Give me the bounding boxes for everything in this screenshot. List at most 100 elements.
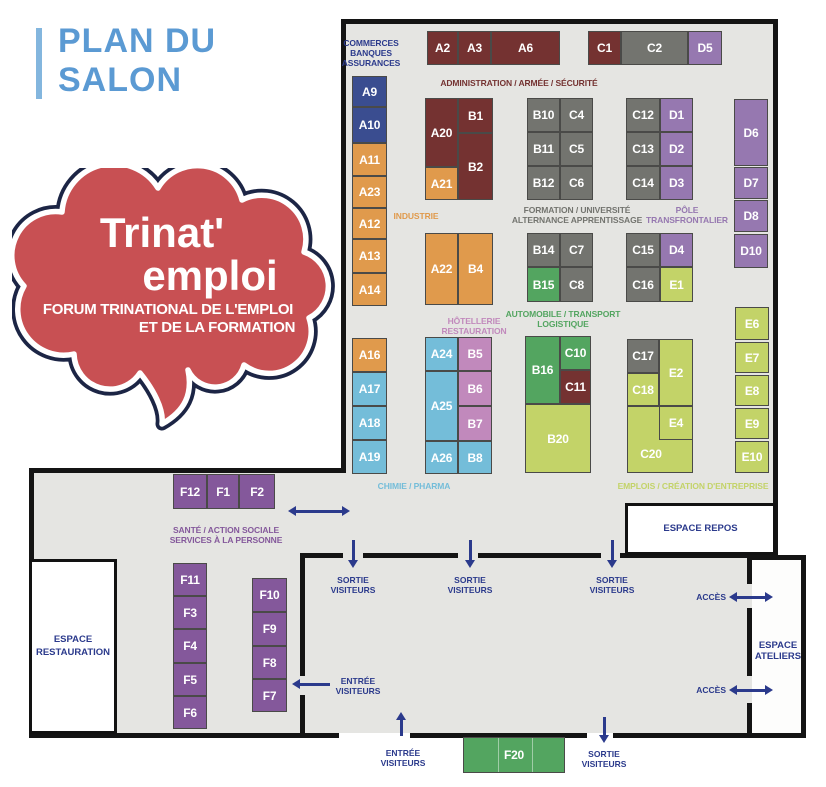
arrowhead-right-icon <box>765 592 773 602</box>
wall-segment-12 <box>478 553 601 558</box>
booth-C13: C13 <box>626 132 660 166</box>
wall-segment-7 <box>613 733 806 738</box>
booth-D2: D2 <box>660 132 693 166</box>
booth-D7: D7 <box>734 167 768 199</box>
booth-C14-label: C14 <box>632 176 654 190</box>
page-title-line2: SALON <box>58 61 182 99</box>
title-accent-bar <box>36 28 42 99</box>
booth-B14-label: B14 <box>532 243 555 257</box>
acces-1-arrow-shaft <box>736 595 766 599</box>
booth-B2-label: B2 <box>468 159 483 174</box>
booth-F10-label: F10 <box>259 588 280 602</box>
booth-B16: B16 <box>525 336 560 404</box>
booth-B7-label: B7 <box>467 416 483 431</box>
logo-subtitle-line1: FORUM TRINATIONAL DE L'EMPLOI <box>43 301 293 318</box>
sign-entree-visiteurs-bottom-line2: VISITEURS <box>380 758 426 769</box>
booth-C11: C11 <box>560 370 591 404</box>
booth-B20: B20 <box>525 404 591 473</box>
sign-acces-1-line1: ACCÈS <box>696 592 726 602</box>
booth-B4: B4 <box>458 233 493 305</box>
booth-F8-label: F8 <box>262 655 277 670</box>
booth-B11: B11 <box>527 132 560 166</box>
booth-D4: D4 <box>660 233 693 267</box>
booth-A19-label: A19 <box>358 450 381 464</box>
booth-A25: A25 <box>425 371 458 441</box>
wall-segment-8 <box>801 555 806 738</box>
section-label-industrie: INDUSTRIE <box>376 211 456 221</box>
booth-D8: D8 <box>734 200 768 232</box>
espace-repos-label-line1: ESPACE REPOS <box>663 522 738 534</box>
booth-A14: A14 <box>352 273 387 306</box>
booth-B14: B14 <box>527 233 560 267</box>
booth-D5: D5 <box>688 31 722 65</box>
booth-F3: F3 <box>173 596 207 629</box>
booth-C20-label: C20 <box>640 446 662 461</box>
booth-D10: D10 <box>734 234 768 268</box>
booth-F1-label: F1 <box>216 484 230 499</box>
booth-A2-label: A2 <box>435 41 450 55</box>
booth-A2: A2 <box>427 31 458 65</box>
sortie-bottom-arrow-shaft <box>602 717 606 736</box>
booth-C15-label: C15 <box>632 243 654 257</box>
section-label-commerces-banques-assurances-line3: ASSURANCES <box>341 58 401 69</box>
booth-A26: A26 <box>425 441 458 474</box>
section-label-formation-universite-line1: FORMATION / UNIVERSITÉ <box>523 205 631 215</box>
section-label-hotellerie-restauration-line1: HÔTELLERIE <box>447 316 501 326</box>
booth-D7-label: D7 <box>743 176 759 190</box>
sante-passage-arrow <box>288 506 350 516</box>
booth-D1: D1 <box>660 98 693 132</box>
logo-title-top: Trinat' <box>100 209 224 256</box>
booth-C6-label: C6 <box>569 176 584 190</box>
booth-A24: A24 <box>425 337 458 371</box>
booth-D1-label: D1 <box>669 108 684 122</box>
booth-D5-label: D5 <box>697 41 713 55</box>
booth-C16-label: C16 <box>632 277 654 292</box>
section-label-sante-action-sociale-line2: SERVICES À LA PERSONNE <box>169 535 283 546</box>
sante-passage-arrow-shaft <box>295 509 343 513</box>
booth-B6: B6 <box>458 371 492 406</box>
booth-A3-label: A3 <box>467 41 482 55</box>
booth-B5-label: B5 <box>467 347 483 361</box>
booth-F10: F10 <box>252 578 287 612</box>
booth-F20-label: F20 <box>503 748 525 762</box>
sign-espace-ateliers-line2: ATELIERS <box>754 651 802 663</box>
booth-C10-label: C10 <box>564 346 587 360</box>
booth-A13-label: A13 <box>358 249 381 263</box>
booth-C8-label: C8 <box>569 277 584 292</box>
booth-A3: A3 <box>458 31 491 65</box>
booth-E9: E9 <box>735 408 769 439</box>
section-label-chimie-pharma: CHIMIE / PHARMA <box>339 481 489 491</box>
entree-bottom-arrow <box>396 712 406 736</box>
booth-B1-label: B1 <box>468 108 483 123</box>
booth-D2-label: D2 <box>669 142 684 156</box>
section-label-hotellerie-restauration-line2: RESTAURATION <box>441 326 507 337</box>
area-espace-repos: ESPACE REPOS <box>625 503 776 555</box>
booth-A16: A16 <box>352 338 387 372</box>
arrowhead-right-icon <box>765 685 773 695</box>
booth-B15-label: B15 <box>532 277 555 292</box>
booth-D8-label: D8 <box>743 209 759 223</box>
section-label-emplois-creation-entreprise-line1: EMPLOIS / CRÉATION D'ENTREPRISE <box>617 481 769 491</box>
booth-F3-label: F3 <box>183 605 197 620</box>
booth-C7-label: C7 <box>569 243 584 257</box>
wall-segment-6 <box>410 733 587 738</box>
booth-F20-divider-2 <box>532 738 533 772</box>
sign-acces-1: ACCÈS <box>666 592 726 602</box>
booth-A25-label: A25 <box>430 399 453 413</box>
booth-E2-label: E2 <box>668 365 684 380</box>
wall-segment-3 <box>29 468 346 473</box>
wall-segment-5 <box>29 733 339 738</box>
acces-2-arrow-shaft <box>736 688 766 692</box>
sign-sortie-visiteurs-bottom-line2: VISITEURS <box>581 759 627 770</box>
section-label-emplois-creation-entreprise: EMPLOIS / CRÉATION D'ENTREPRISE <box>588 481 798 491</box>
booth-C15: C15 <box>626 233 660 267</box>
espace-repos-label: ESPACE REPOS <box>663 523 737 535</box>
booth-B10-label: B10 <box>532 108 555 122</box>
